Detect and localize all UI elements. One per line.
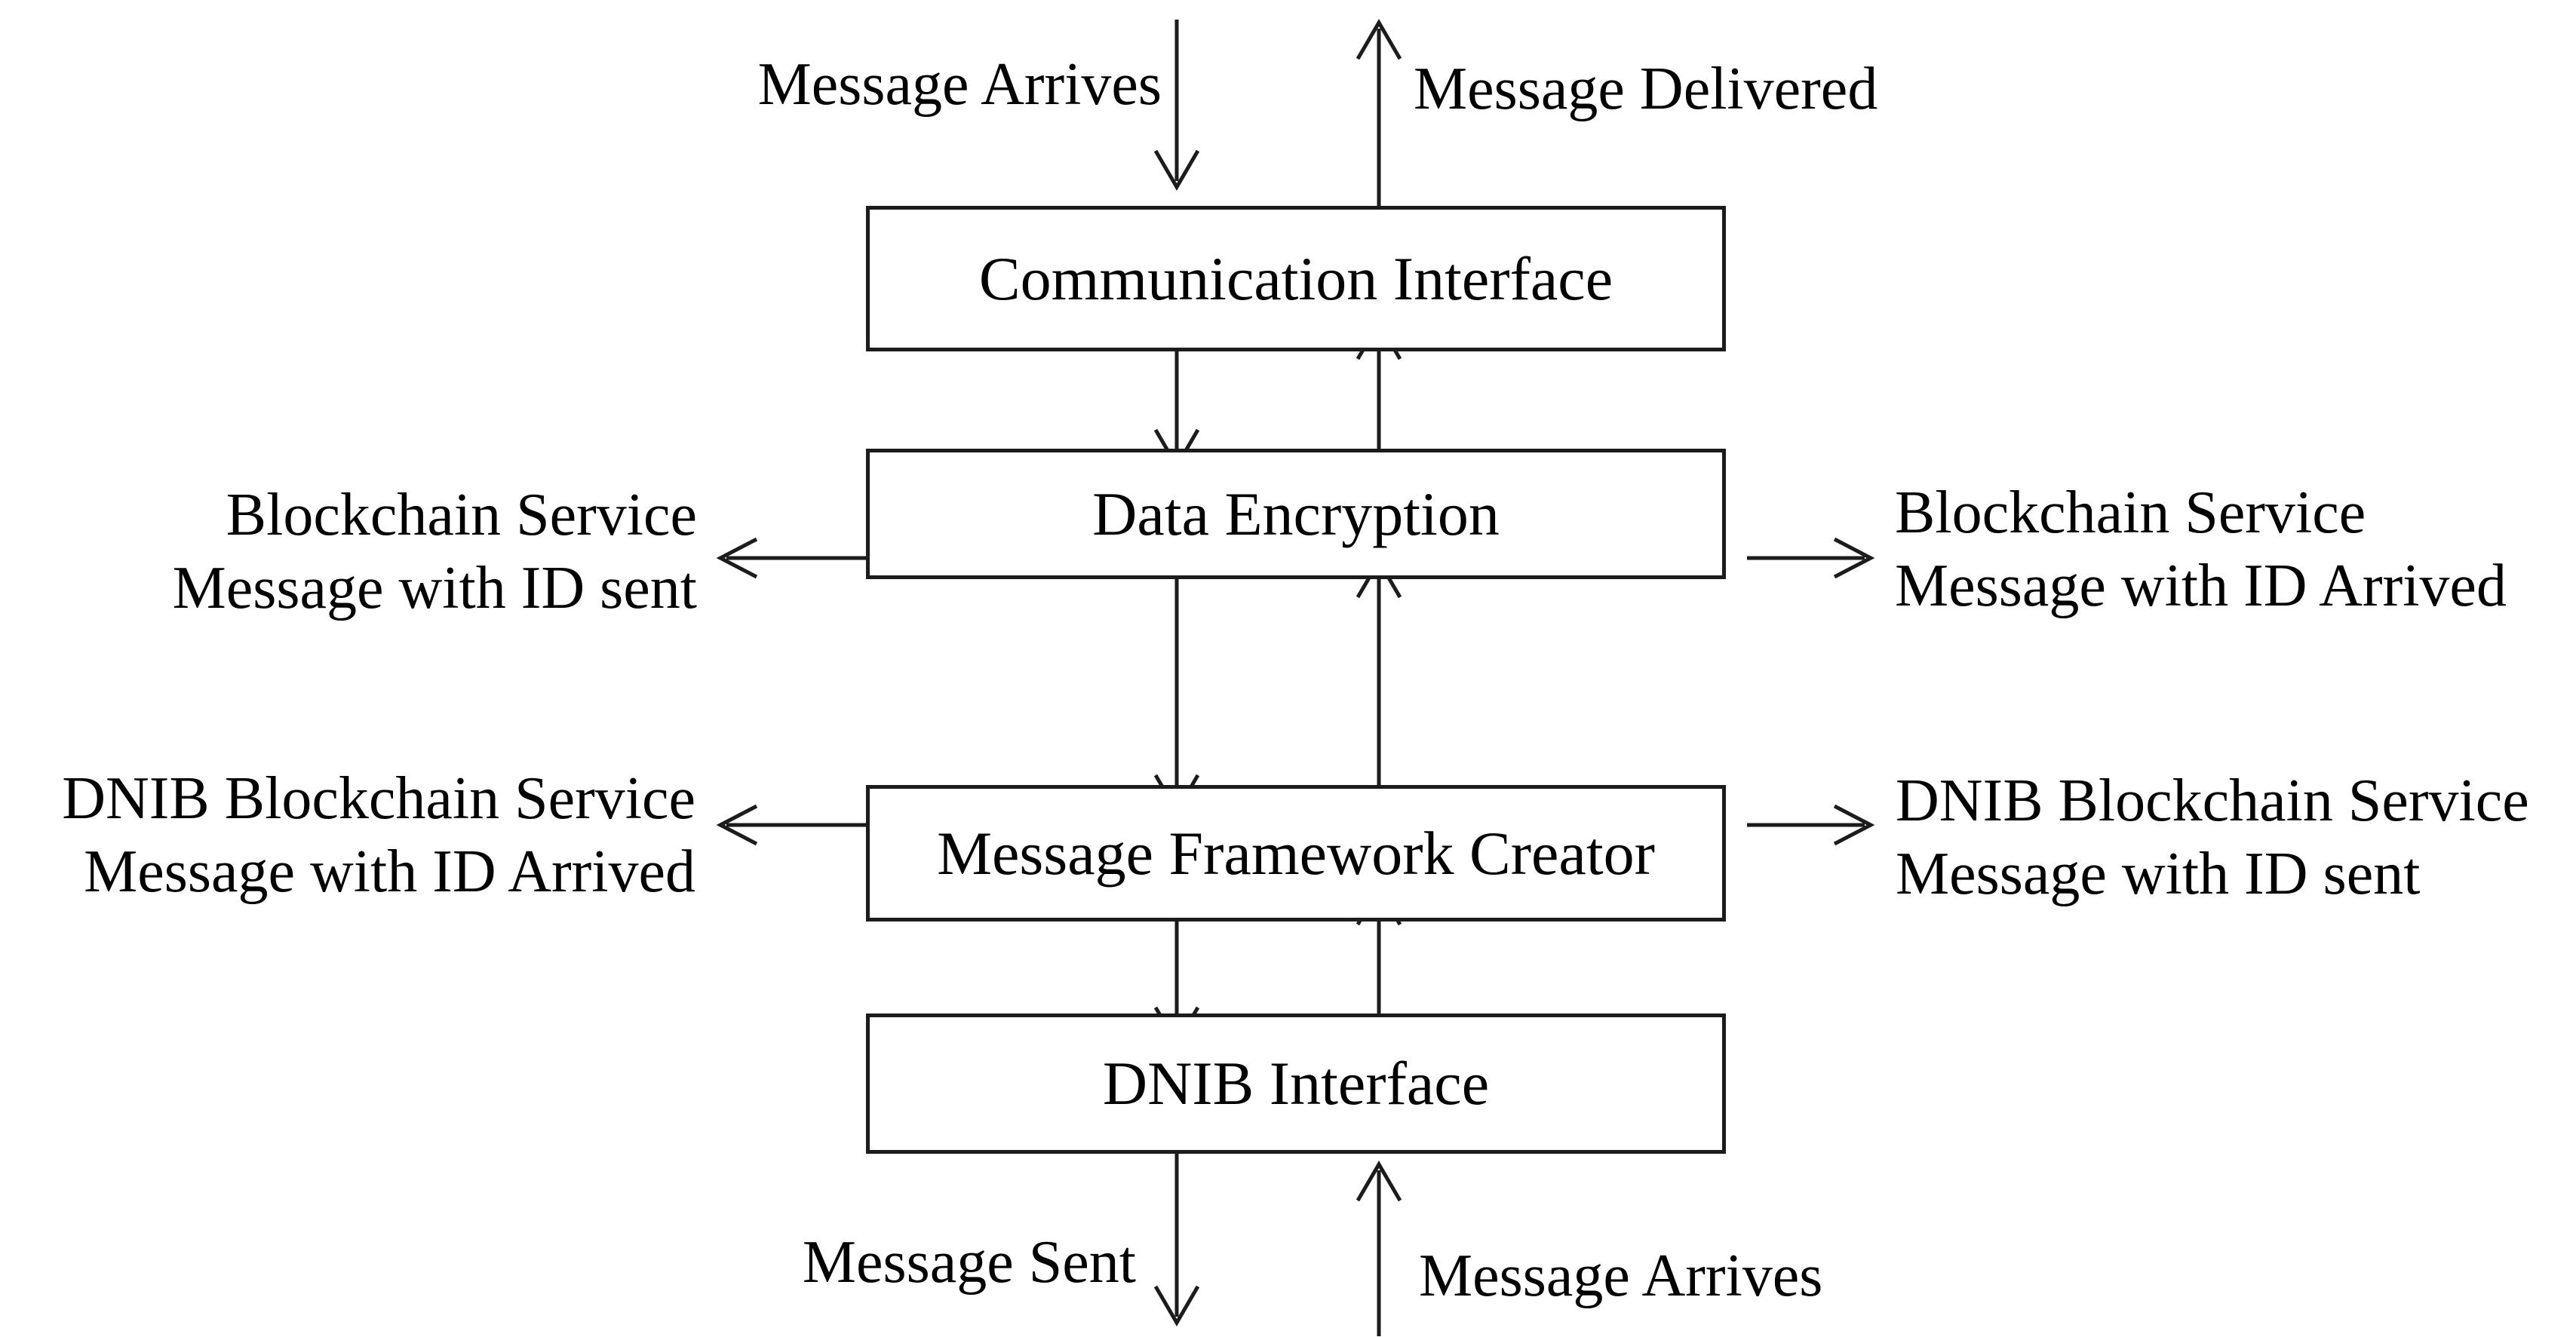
- arrow-message-arrives-top: [1153, 20, 1200, 191]
- label-blockchain-service-arrived: Blockchain Service Message with ID Arriv…: [1895, 477, 2507, 623]
- box-label: Communication Interface: [978, 244, 1613, 313]
- label-message-arrives-top: Message Arrives: [757, 51, 1162, 118]
- box-label: DNIB Interface: [1102, 1049, 1490, 1118]
- label-line: Message with ID Arrived: [1895, 553, 2507, 619]
- arrow-framework-to-encryption: [1356, 557, 1402, 785]
- label-line: Message with ID sent: [1896, 841, 2421, 907]
- label-line: Message with ID sent: [172, 555, 697, 621]
- label-message-sent: Message Sent: [802, 1229, 1136, 1296]
- label-dnib-blockchain-service-sent: DNIB Blockchain Service Message with ID …: [1896, 765, 2529, 911]
- box-label: Message Framework Creator: [937, 818, 1655, 888]
- arrow-message-delivered: [1356, 19, 1402, 206]
- label-line: Message with ID Arrived: [84, 839, 695, 905]
- label-line: Blockchain Service: [1895, 480, 2366, 546]
- label-dnib-blockchain-service-arrived: DNIB Blockchain Service Message with ID …: [62, 762, 695, 909]
- arrow-encryption-to-framework: [1153, 579, 1200, 815]
- box-label: Data Encryption: [1092, 479, 1500, 548]
- label-line: Blockchain Service: [226, 482, 697, 548]
- arrow-message-sent-bottom: [1153, 1154, 1200, 1326]
- arrow-framework-left: [716, 804, 866, 846]
- arrow-framework-right: [1747, 804, 1875, 846]
- box-communication-interface: Communication Interface: [866, 206, 1726, 351]
- label-blockchain-service-sent: Blockchain Service Message with ID sent: [173, 479, 697, 625]
- box-data-encryption: Data Encryption: [866, 449, 1726, 579]
- arrow-encryption-right: [1747, 537, 1875, 579]
- box-message-framework-creator: Message Framework Creator: [866, 785, 1726, 921]
- label-line: DNIB Blockchain Service: [1896, 768, 2529, 834]
- label-line: DNIB Blockchain Service: [62, 765, 695, 832]
- arrow-encryption-left: [716, 537, 866, 579]
- arrow-message-arrives-bottom: [1356, 1161, 1402, 1336]
- label-message-arrives-bottom: Message Arrives: [1419, 1243, 1823, 1309]
- box-dnib-interface: DNIB Interface: [866, 1013, 1726, 1154]
- label-message-delivered: Message Delivered: [1414, 56, 1878, 122]
